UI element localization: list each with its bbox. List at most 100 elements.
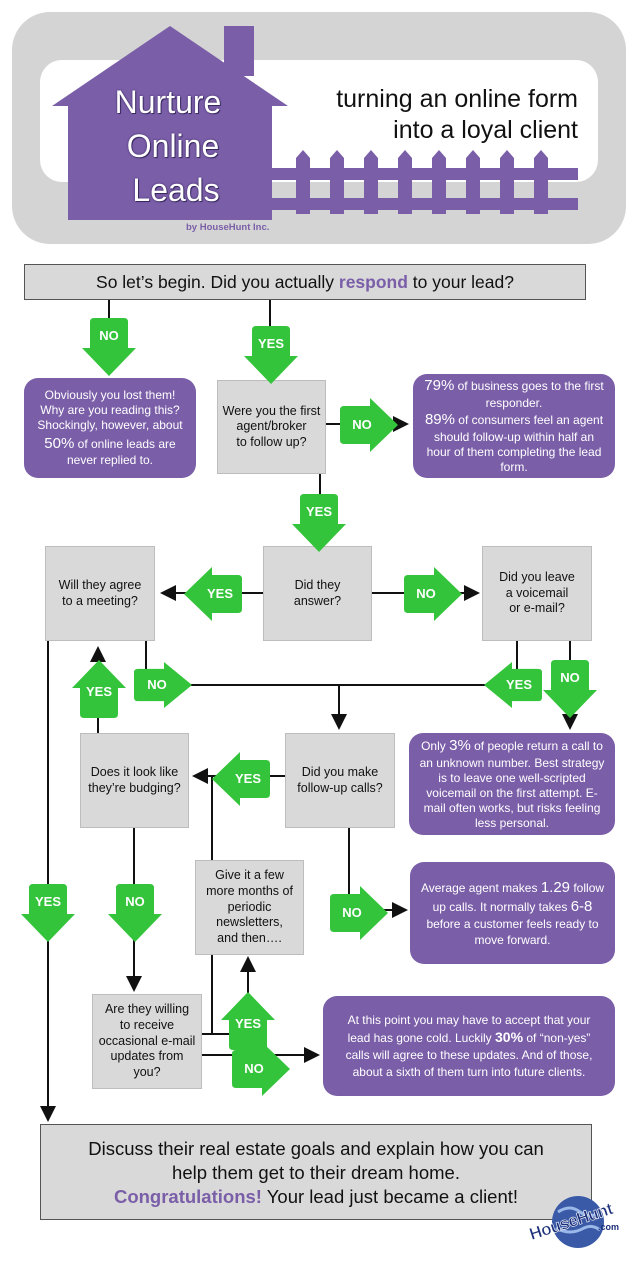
no-tag-voicemail-label: NO [560, 670, 580, 685]
househunt-logo: HouseHunt .com [527, 1192, 620, 1256]
yes-tag-followup: YES [212, 752, 270, 806]
no-tag-meeting: NO [134, 662, 192, 708]
question-bar: So let’s begin. Did you actually respond… [24, 264, 586, 300]
yes-tag-first-agent-label: YES [305, 504, 332, 519]
followup-line-2: follow-up calls? [297, 780, 383, 795]
gone-cold-rest: of “non-yes” calls will agree to these u… [345, 1031, 593, 1079]
no-tag-budging-label: NO [125, 894, 145, 909]
newsletters-line-2: more months of [206, 884, 293, 899]
willing-line-3: occasional e-mail [98, 1033, 196, 1048]
no-tag-respond: NO [82, 318, 136, 376]
no-tag-answer: NO [404, 567, 462, 621]
gone-cold-lead: At this point you may have to accept tha… [347, 1013, 594, 1046]
final-line-1: Discuss their real estate goals and expl… [88, 1138, 544, 1159]
title-line-3: Leads [132, 172, 220, 208]
no-tag-willing: NO [232, 1042, 290, 1096]
meeting-line-2: to a meeting? [62, 593, 138, 608]
byline: by HouseHunt Inc. [186, 222, 270, 233]
final-line-3: Congratulations! Your lead just became a… [41, 1185, 591, 1209]
yes-tag-respond-label: YES [257, 336, 284, 351]
final-line-2: help them get to their dream home. [172, 1162, 460, 1183]
first-agent-line-3: to follow up? [236, 434, 307, 449]
answer-line-1: Did they [294, 577, 341, 592]
yes-tag-willing: YES [221, 992, 275, 1050]
yes-tag-voicemail-label: YES [505, 677, 532, 692]
willing-line-4: updates from [110, 1049, 184, 1064]
title-line-2: Online [126, 128, 220, 164]
first-agent-box: Were you the first agent/broker to follo… [217, 380, 326, 474]
congrats-text: Congratulations! [113, 1186, 262, 1207]
average-rest: before a customer feels ready to move fo… [426, 916, 599, 947]
lost-stat: 50% [44, 434, 75, 452]
newsletters-line-3: periodic [227, 899, 272, 914]
globe-icon [552, 1196, 604, 1248]
lost-line-2: Why are you reading this? [40, 403, 180, 418]
answer-line-2: answer? [293, 593, 342, 608]
logo-suffix: .com [598, 1222, 620, 1232]
first-agent-line-2: agent/broker [236, 419, 307, 434]
willing-box: Are they willing to receive occasional e… [92, 994, 202, 1089]
willing-line-5: you? [133, 1064, 161, 1079]
title-text: Nurture Online Leads [70, 80, 270, 212]
yes-tag-answer: YES [184, 567, 242, 621]
budging-line-1: Does it look like [90, 764, 179, 779]
yes-tag-willing-label: YES [234, 1016, 261, 1031]
no-tag-meeting-label: NO [147, 677, 167, 692]
yes-tag-first-agent: YES [292, 494, 346, 552]
gone-cold-box: At this point you may have to accept tha… [323, 996, 615, 1096]
lost-line-1: Obviously you lost them! [44, 387, 176, 402]
voicemail-line-1: Did you leave [499, 570, 575, 585]
lost-line-3: Shockingly, however, about [37, 418, 183, 433]
no-tag-first-agent: NO [340, 398, 398, 452]
yes-tag-meeting: YES [21, 884, 75, 942]
house-fence-graphic [52, 26, 578, 220]
yes-tag-followup-label: YES [234, 771, 261, 786]
only-3-rest: of people return a call to an unknown nu… [419, 739, 605, 830]
only-3-box: Only 3% of people return a call to an un… [409, 733, 615, 835]
average-stat-2: 6-8 [570, 898, 593, 916]
yes-tag-meeting-label: YES [34, 894, 61, 909]
willing-line-1: Are they willing [104, 1002, 190, 1017]
stats-89-stat: 89% [424, 411, 455, 428]
no-tag-budging: NO [108, 884, 162, 942]
gone-cold-text: At this point you may have to accept tha… [337, 1012, 601, 1079]
stats-79-box: 79% of business goes to the first respon… [413, 374, 615, 478]
only-3-stat: 3% [449, 737, 471, 755]
subtitle-line-2: into a loyal client [393, 116, 578, 144]
average-mid: follow up calls. It normally takes [432, 880, 608, 915]
lost-them-box: Obviously you lost them! Why are you rea… [24, 378, 196, 478]
voicemail-box: Did you leave a voicemail or e-mail? [482, 546, 592, 641]
newsletters-line-4: newsletters, [216, 915, 283, 930]
average-stat-1: 1.29 [540, 878, 571, 896]
answer-box: Did they answer? [263, 546, 372, 641]
question-suffix: to your lead? [407, 271, 514, 292]
only-3-text: Only 3% of people return a call to an un… [419, 737, 605, 831]
stats-89-para: 89% of consumers feel an agent should fo… [423, 411, 605, 475]
yes-tag-budging-label: YES [85, 684, 112, 699]
stats-79-para-1: 79% of business goes to the first respon… [423, 377, 605, 411]
no-tag-answer-label: NO [416, 586, 436, 601]
stats-89-text: of consumers feel an agent should follow… [426, 413, 604, 474]
subtitle-line-1: turning an online form [336, 85, 578, 113]
lost-line-5: never replied to. [66, 452, 154, 467]
yes-tag-voicemail: YES [484, 662, 542, 708]
only-3-lead: Only [421, 739, 450, 754]
yes-tag-answer-label: YES [206, 586, 233, 601]
voicemail-line-3: or e-mail? [509, 601, 565, 616]
question-highlight: respond [338, 271, 408, 292]
no-tag-followup-label: NO [342, 905, 362, 920]
newsletters-line-1: Give it a few [215, 868, 284, 883]
title-line-1: Nurture [114, 84, 222, 120]
newsletters-line-5: and then…. [217, 930, 282, 945]
budging-line-2: they’re budging? [88, 780, 181, 795]
yes-tag-respond: YES [244, 326, 298, 384]
subtitle: turning an online form into a loyal clie… [290, 84, 578, 146]
budging-box: Does it look like they’re budging? [80, 733, 189, 828]
no-tag-respond-label: NO [99, 328, 119, 343]
willing-line-2: to receive [119, 1018, 175, 1033]
final-box: Discuss their real estate goals and expl… [40, 1124, 592, 1220]
stats-79-stat: 79% [424, 377, 455, 395]
no-tag-followup: NO [330, 886, 388, 940]
followup-box: Did you make follow-up calls? [285, 733, 395, 828]
average-agent-box: Average agent makes 1.29 follow up calls… [410, 862, 615, 964]
